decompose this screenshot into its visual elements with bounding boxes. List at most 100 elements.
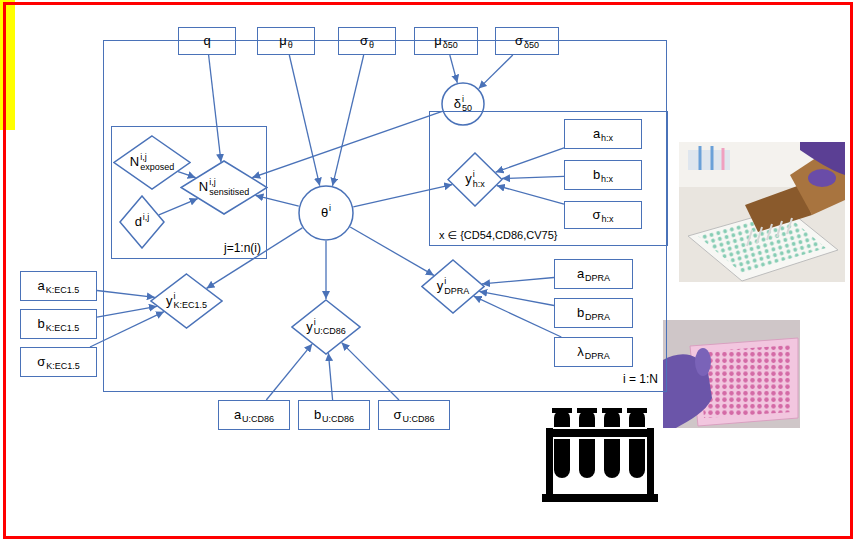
node-label: σK:EC1.5 — [37, 353, 80, 371]
node-label: μθ — [279, 32, 293, 50]
subscript-text: h:x — [601, 134, 613, 143]
plate: i = 1:Nδi50j=1:n(i)Ni,jexposedNi,jsensit… — [103, 40, 667, 392]
script-stack: U:CD86 — [242, 406, 274, 424]
connector-arrow — [325, 241, 326, 299]
parameter-box: σK:EC1.5 — [20, 347, 97, 377]
connector-arrow — [496, 148, 564, 172]
script-stack: U:CD86 — [403, 406, 435, 424]
subscript-text: K:EC1.5 — [173, 301, 207, 310]
superscript-text: i — [473, 170, 475, 179]
parameter-box: σδ50 — [495, 27, 559, 55]
node-label: bh:x — [593, 166, 613, 184]
script-stack: K:EC1.5 — [46, 353, 80, 371]
highlight-patch — [0, 0, 15, 130]
node-label: q — [203, 34, 210, 48]
parameter-box: aDPRA — [554, 259, 633, 289]
connector-arrow — [97, 306, 157, 317]
parameter-box: bh:x — [564, 160, 642, 190]
observed-diamond: di,j — [119, 195, 165, 249]
subscript-text: h:x — [473, 180, 485, 189]
script-stack: DPRA — [585, 265, 610, 283]
connector-arrow — [90, 312, 164, 347]
script-stack: ih:x — [473, 170, 485, 189]
subscript-text: sensitised — [209, 188, 249, 197]
script-stack: θ — [369, 32, 374, 50]
diamond-shape — [292, 300, 360, 354]
test-tube-rack-icon — [542, 408, 658, 502]
diamond-shape — [422, 260, 484, 313]
diamond-shape — [181, 161, 267, 214]
subscript-text: K:EC1.5 — [46, 362, 80, 371]
connector-arrow — [502, 176, 564, 178]
script-stack: h:x — [601, 166, 613, 184]
symbol-text: d — [135, 215, 142, 229]
symbol-text: σ — [37, 355, 45, 369]
node-label: σU:CD86 — [393, 406, 434, 424]
script-stack: K:EC1.5 — [46, 315, 80, 333]
plate: x ∈ {CD54,CD86,CV75}yih:xah:xbh:xσh:x — [429, 111, 668, 246]
script-stack: h:x — [601, 125, 613, 143]
subscript-text: δ50 — [443, 41, 458, 50]
diamond-shape — [448, 153, 502, 206]
symbol-text: μ — [279, 34, 287, 48]
latent-circle: θi — [298, 185, 354, 241]
circle-shape — [299, 186, 353, 240]
subscript-text: DPRA — [585, 352, 610, 361]
subscript-text: θ — [288, 41, 293, 50]
connector-arrow — [353, 185, 452, 207]
connector-arrow — [333, 55, 364, 186]
symbol-text: N — [130, 155, 139, 169]
node-label: j=1:n(i) — [224, 242, 261, 255]
diamond-outline — [119, 195, 165, 249]
subscript-text: exposed — [140, 163, 174, 172]
symbol-text: y — [306, 320, 313, 334]
subscript-text: K:EC1.5 — [46, 324, 80, 333]
connector-arrow — [474, 296, 562, 337]
symbol-text: σ — [592, 208, 600, 222]
parameter-box: bK:EC1.5 — [20, 309, 97, 339]
script-stack: δ50 — [443, 32, 458, 50]
parameter-box: bDPRA — [554, 298, 633, 328]
parameter-box: σθ — [338, 27, 396, 55]
subscript-text: h:x — [602, 215, 614, 224]
script-stack: iU:CD86 — [314, 318, 346, 337]
script-stack: U:CD86 — [322, 406, 354, 424]
script-stack: i — [329, 204, 331, 222]
node-label: yiDPRA — [437, 277, 470, 296]
node-label: ah:x — [593, 125, 613, 143]
superscript-text: i,j — [140, 153, 147, 162]
symbol-text: a — [577, 267, 584, 281]
script-stack: DPRA — [585, 304, 610, 322]
script-stack: h:x — [602, 206, 614, 224]
script-stack: i,jsensitised — [209, 178, 249, 197]
connector-arrow — [159, 199, 198, 215]
symbol-text: μ — [434, 34, 442, 48]
node-label: yiK:EC1.5 — [166, 292, 207, 311]
observed-diamond: yiU:CD86 — [291, 299, 361, 355]
subscript-text: DPRA — [585, 274, 610, 283]
plate: j=1:n(i)Ni,jexposedNi,jsensitiseddi,j — [111, 126, 267, 259]
parameter-box: bU:CD86 — [298, 400, 370, 430]
node-label: x ∈ {CD54,CD86,CV75} — [439, 229, 557, 241]
script-stack: iDPRA — [444, 277, 469, 296]
observed-diamond: Ni,jexposed — [113, 135, 191, 190]
symbol-text: σ — [360, 34, 368, 48]
subscript-text: θ — [369, 41, 374, 50]
connector-arrow — [209, 55, 221, 162]
node-label: di,j — [135, 213, 150, 231]
subscript-text: U:CD86 — [403, 415, 435, 424]
node-label: aK:EC1.5 — [38, 277, 80, 295]
circle-shape — [442, 83, 484, 125]
superscript-text: i,j — [209, 178, 216, 187]
plate-photo — [663, 320, 800, 428]
symbol-text: θ — [321, 206, 328, 220]
symbol-text: λ — [577, 345, 584, 359]
parameter-box: aU:CD86 — [218, 400, 290, 430]
connector-arrow — [255, 195, 298, 206]
script-stack: θ — [288, 32, 293, 50]
observed-diamond: yiDPRA — [421, 259, 485, 314]
parameter-box: aK:EC1.5 — [20, 271, 97, 301]
subscript-text: δ50 — [524, 41, 539, 50]
symbol-text: b — [577, 306, 584, 320]
superscript-text: i — [173, 292, 175, 301]
